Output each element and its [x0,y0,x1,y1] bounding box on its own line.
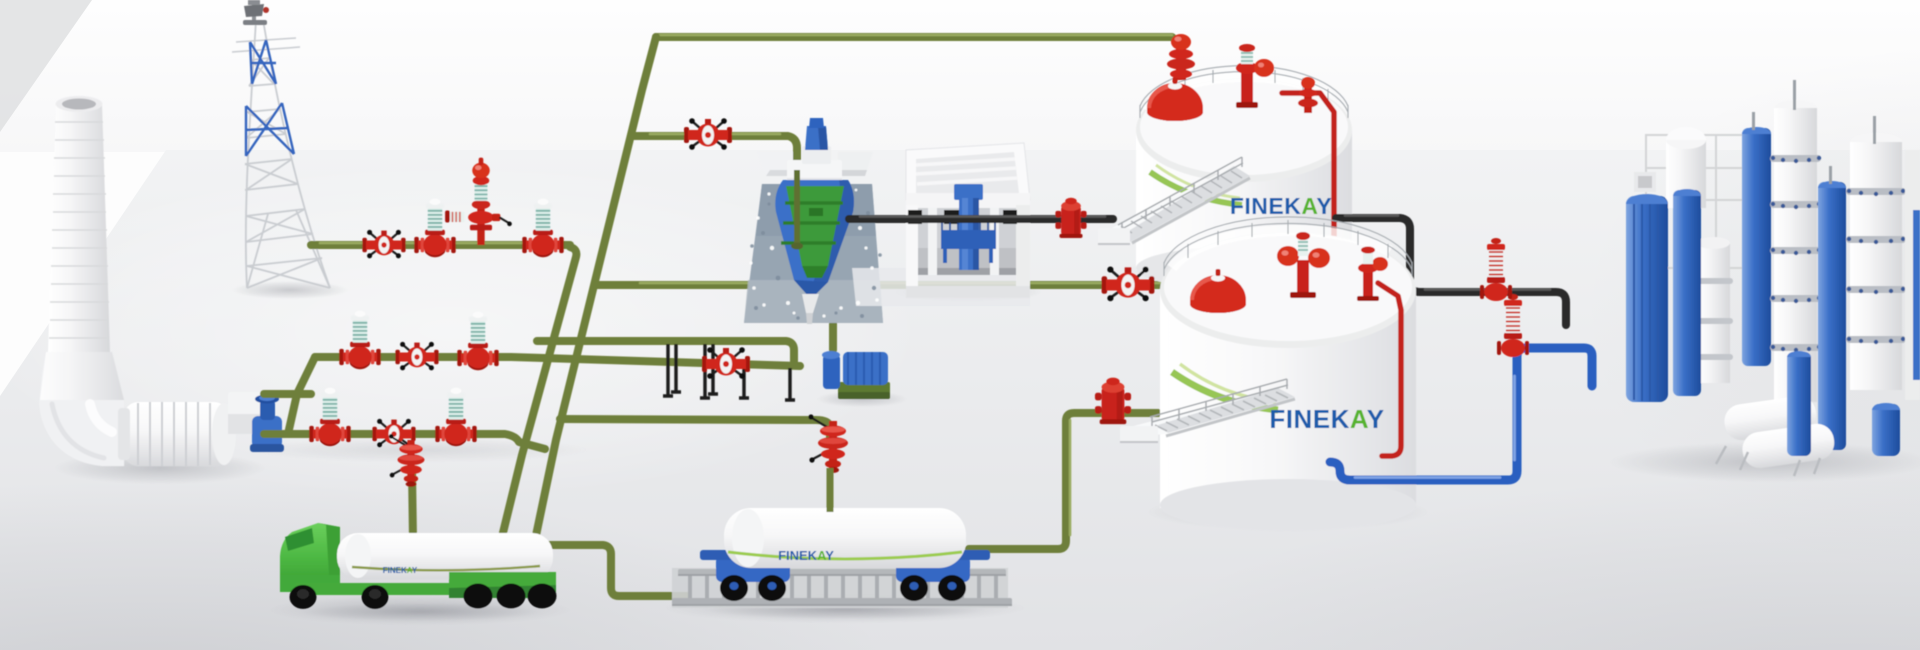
svg-text:FINEKAY: FINEKAY [778,548,834,563]
svg-text:FINEKAY: FINEKAY [1230,193,1332,219]
svg-text:FINEKAY: FINEKAY [383,566,418,575]
svg-text:FINEKAY: FINEKAY [1269,404,1384,434]
